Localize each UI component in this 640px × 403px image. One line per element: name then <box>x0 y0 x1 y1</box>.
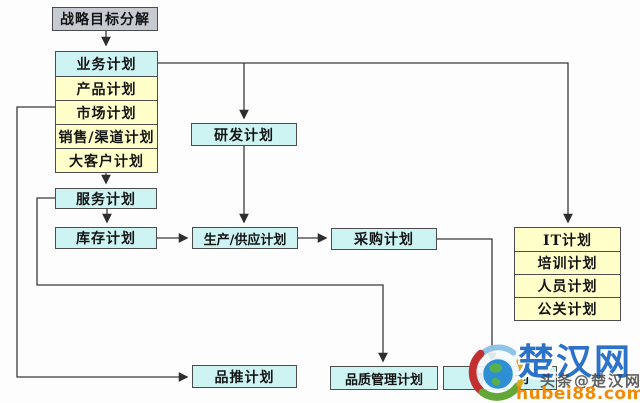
node-it-plan: IT计划 <box>515 228 620 251</box>
business-plan-stack: 业务计划 产品计划 市场计划 销售/渠道计划 大客户计划 <box>55 51 158 173</box>
node-sales-channel-plan: 销售/渠道计划 <box>56 124 157 148</box>
edge-business-it <box>158 62 573 224</box>
node-inventory-plan: 库存计划 <box>55 227 157 249</box>
node-production-supply-plan: 生产/供应计划 <box>192 227 298 249</box>
node-market-plan: 市场计划 <box>56 100 157 124</box>
node-service-plan: 服务计划 <box>55 188 157 209</box>
node-training-plan: 培训计划 <box>515 251 620 274</box>
node-key-account-plan: 大客户计划 <box>56 148 157 172</box>
node-rnd-plan: 研发计划 <box>191 123 297 146</box>
node-promotion-plan: 品推计划 <box>192 365 297 388</box>
node-strategy-decomposition: 战略目标分解 <box>52 7 158 31</box>
node-procurement-plan: 采购计划 <box>331 228 437 250</box>
node-pr-plan: 公关计划 <box>515 297 620 320</box>
node-quality-management-plan: 品质管理计划 <box>330 366 438 390</box>
edge-service-quality <box>36 197 388 363</box>
node-product-plan: 产品计划 <box>56 76 157 100</box>
it-plan-stack: IT计划 培训计划 人员计划 公关计划 <box>514 227 621 321</box>
node-business-plan: 业务计划 <box>56 52 157 76</box>
edge-procurement-logistics <box>437 238 497 363</box>
node-personnel-plan: 人员计划 <box>515 274 620 297</box>
edge-market-promotion <box>16 106 189 382</box>
node-logistics-plan: 物流计划 <box>443 366 557 390</box>
